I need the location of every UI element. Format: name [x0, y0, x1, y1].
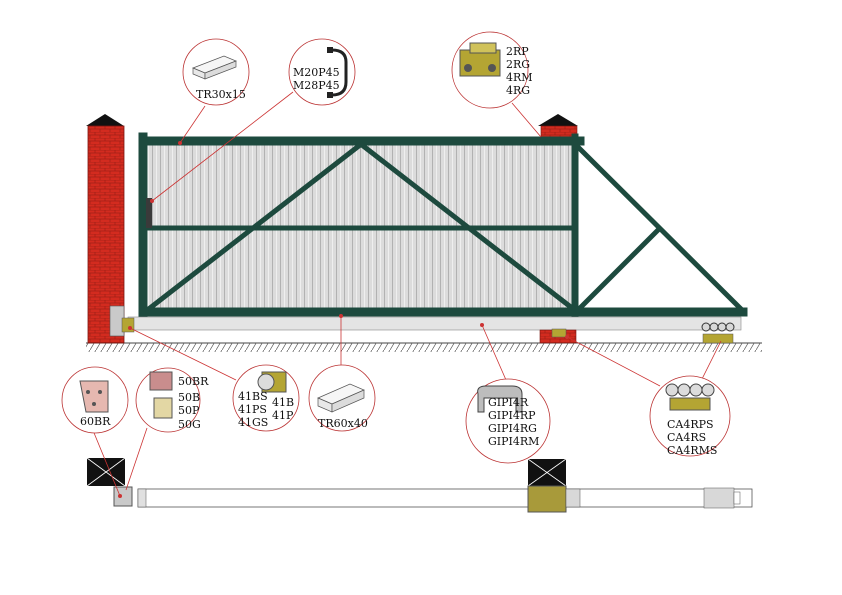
callout-label: 2RG	[506, 58, 530, 71]
callout-rail: GIPI4R GIPI4RP GIPI4RG GIPI4RM	[465, 323, 551, 464]
guide-roller-icon	[459, 42, 501, 77]
callout-label: GIPI4RG	[488, 422, 537, 435]
square-tube-large-icon	[317, 383, 365, 413]
bottom-beam	[121, 316, 742, 344]
callout-tr60x40: TR60x40	[308, 314, 376, 432]
callout-catcher-60: 60BR	[61, 366, 129, 498]
handle-icon	[331, 48, 348, 97]
callout-label: CA4RS	[667, 431, 706, 444]
callout-label: GIPI4R	[488, 396, 529, 409]
callout-label: 2RP	[506, 45, 529, 58]
callout-handle: M20P45 M28P45	[150, 38, 356, 203]
catcher-block-icon	[149, 371, 173, 419]
callout-label: 4RM	[506, 71, 533, 84]
callout-label: 41P	[272, 409, 294, 422]
catcher-bracket-icon	[79, 380, 109, 413]
callout-label: TR60x40	[318, 417, 368, 430]
callout-label: 50P	[178, 404, 200, 417]
rail-profile-icon	[477, 385, 523, 413]
gate-frame	[138, 132, 748, 321]
carriage-rollers	[701, 322, 735, 344]
callout-label: 41B	[272, 396, 294, 409]
callout-tr30x15: TR30x15	[178, 38, 250, 145]
callout-catcher-50: 50BR 50B 50P 50G	[125, 367, 209, 491]
callout-label: CA4RPS	[667, 418, 714, 431]
callout-label: 41GS	[238, 416, 268, 429]
callout-label: M20P45	[293, 66, 340, 79]
callout-label: 41BS	[238, 390, 268, 403]
end-roller-icon	[257, 371, 287, 393]
square-tube-small-icon	[192, 55, 237, 80]
callout-label: GIPI4RM	[488, 435, 539, 448]
callout-label: 4RG	[506, 84, 530, 97]
callout-carriage: CA4RPS CA4RS CA4RMS	[565, 335, 731, 457]
callout-label: 60BR	[80, 415, 111, 428]
gate-hardware	[146, 198, 735, 344]
carriage-trolley-icon	[665, 383, 715, 411]
left-pillar	[86, 114, 125, 344]
callout-label: M28P45	[293, 79, 340, 92]
callout-label: 50G	[178, 418, 201, 431]
callout-label: CA4RMS	[667, 444, 717, 457]
ground	[86, 342, 762, 352]
callout-label: TR30x15	[196, 88, 246, 101]
callout-label: 50BR	[178, 375, 209, 388]
callout-label: 41PS	[238, 403, 267, 416]
callout-guide-roller: 2RP 2RG 4RM 4RG	[451, 31, 542, 138]
callout-end-roller: 41BS 41PS 41GS 41B 41P	[128, 326, 300, 432]
plan-view	[86, 457, 753, 513]
callout-label: 50B	[178, 391, 200, 404]
callout-label: GIPI4RP	[488, 409, 536, 422]
